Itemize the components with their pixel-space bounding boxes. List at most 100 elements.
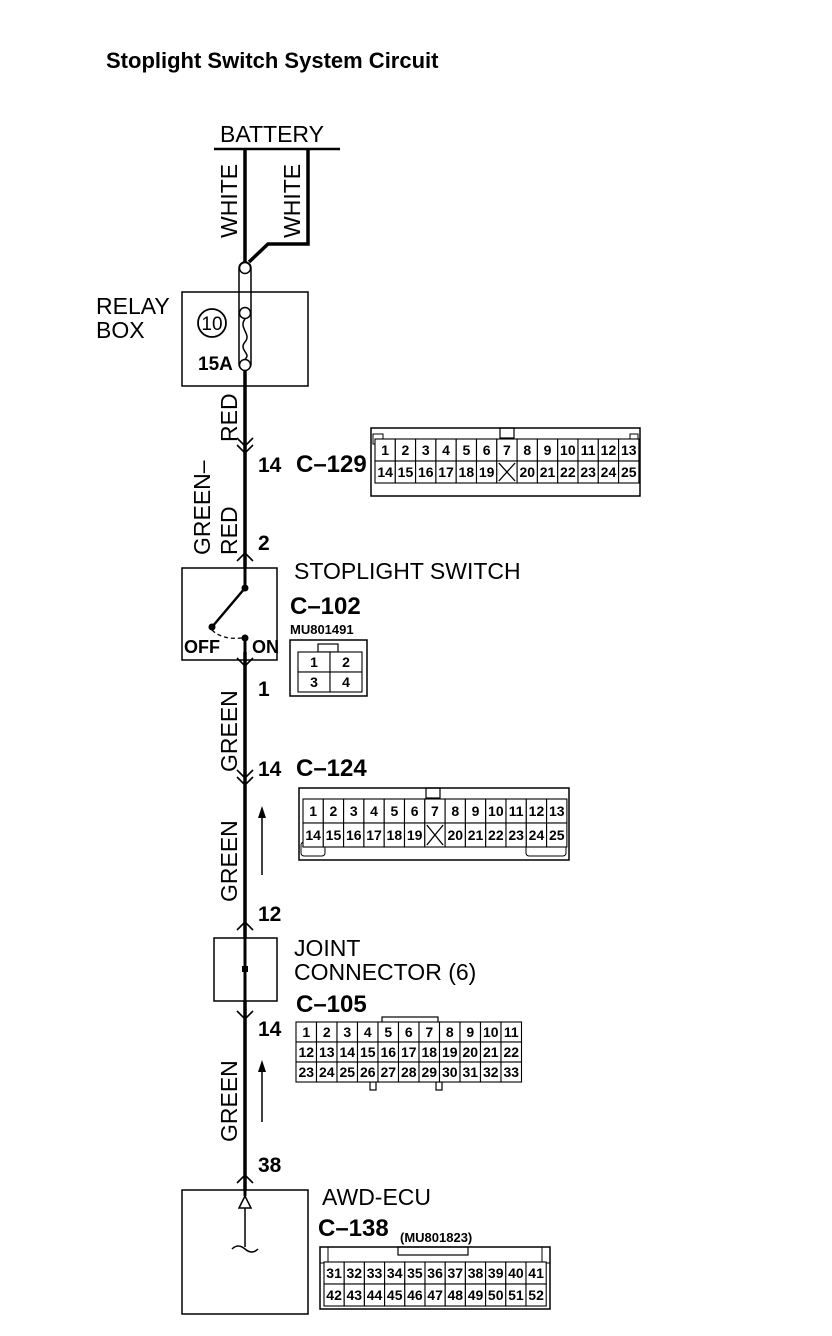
- stoplight-switch-box: [181, 567, 278, 661]
- connector-pin-label: 21: [468, 827, 484, 843]
- connector-id-c102: C–102: [290, 593, 361, 620]
- connector-pin-label: 17: [366, 827, 382, 843]
- connector-pin-label: 41: [528, 1265, 544, 1281]
- pin-switch-out: 1: [258, 678, 270, 701]
- connector-cell: [500, 1061, 523, 1083]
- connector-cell: [546, 822, 568, 848]
- battery-wire-right: [247, 149, 310, 264]
- connector-pin-label: 40: [508, 1265, 524, 1281]
- pin-joint-out: 14: [258, 1018, 282, 1041]
- connector-pin-label: 12: [529, 803, 545, 819]
- connector-chevron-sw-in: [236, 551, 254, 562]
- connector-pin-label: 1: [309, 803, 317, 819]
- ecu-ground-symbol: [231, 1245, 259, 1253]
- connector-pin-label: 8: [523, 442, 531, 458]
- connector-pin-label: 43: [347, 1287, 363, 1303]
- connector-pin-label: 17: [438, 464, 454, 480]
- fuse-terminal-mid: [238, 306, 252, 320]
- connector-cell: [329, 671, 363, 693]
- connector-chevron-c129: [236, 437, 254, 455]
- connector-pin-label: 30: [442, 1064, 458, 1080]
- wire-color-red: RED: [216, 393, 242, 442]
- awd-ecu-label: AWD-ECU: [322, 1184, 431, 1210]
- connector-pin-label: 3: [350, 803, 358, 819]
- relay-box-label-2: BOX: [96, 317, 145, 343]
- switch-travel-arc: [211, 629, 243, 639]
- connector-pin-label: 16: [380, 1044, 396, 1060]
- switch-on-label: ON: [252, 637, 279, 657]
- connector-pin-label: 14: [305, 827, 321, 843]
- connector-pin-label: 35: [407, 1265, 423, 1281]
- connector-pin-label: 47: [427, 1287, 443, 1303]
- pin-switch-in: 2: [258, 532, 270, 555]
- connector-pin-label: 4: [442, 442, 450, 458]
- joint-connector-label-2: CONNECTOR (6): [294, 959, 476, 985]
- connector-pin-label: 45: [387, 1287, 403, 1303]
- connector-pin-label: 11: [504, 1024, 519, 1040]
- wire-color-green-2: GREEN: [216, 820, 242, 902]
- blank-pin-mark: [498, 462, 516, 482]
- connector-pin-label: 18: [459, 464, 475, 480]
- connector-id-c105: C–105: [296, 991, 367, 1018]
- connector-pin-label: 16: [346, 827, 362, 843]
- connector-pin-label: 2: [402, 442, 410, 458]
- connector-pin-label: 8: [451, 803, 459, 819]
- connector-pin-label: 32: [483, 1064, 499, 1080]
- connector-pin-label: 32: [347, 1265, 363, 1281]
- connector-pin-label: 18: [387, 827, 403, 843]
- connector-pin-label: 26: [360, 1064, 376, 1080]
- connector-pin-label: 1: [381, 442, 389, 458]
- connector-pin-label: 20: [519, 464, 535, 480]
- switch-off-label: OFF: [184, 637, 220, 657]
- connector-pin-label: 25: [549, 827, 565, 843]
- connector-pin-label: 7: [425, 1024, 433, 1040]
- connector-pin-label: 5: [384, 1024, 392, 1040]
- connector-chevron-jc-out: [236, 1010, 254, 1021]
- connector-pin-label: 36: [427, 1265, 443, 1281]
- connector-part-c102: MU801491: [290, 622, 354, 637]
- connector-pin-label: 12: [298, 1044, 314, 1060]
- connector-pin-label: 37: [448, 1265, 464, 1281]
- connector-pin-label: 11: [581, 442, 596, 458]
- connector-pin-label: 20: [447, 827, 463, 843]
- connector-pin-label: 4: [342, 674, 350, 690]
- connector-chevron-jc-in: [236, 920, 254, 931]
- blank-pin-mark: [426, 824, 444, 846]
- connector-pin-label: 3: [310, 674, 318, 690]
- connector-pin-label: 33: [503, 1064, 519, 1080]
- fuse-number: 10: [201, 314, 222, 335]
- wire-color-green-red: GREEN–: [189, 460, 215, 555]
- connector-pin-label: 27: [380, 1064, 396, 1080]
- connector-pin-label: 46: [407, 1287, 423, 1303]
- connector-pin-label: 13: [621, 442, 637, 458]
- connector-pin-label: 31: [326, 1265, 342, 1281]
- switch-blade: [211, 587, 246, 628]
- wire-color-green-3: GREEN: [216, 1060, 242, 1142]
- joint-connector-label: JOINT: [294, 935, 360, 961]
- connector-pin-label: 12: [601, 442, 617, 458]
- wire-color-white-left: WHITE: [216, 164, 242, 238]
- connector-pin-label: 18: [421, 1044, 437, 1060]
- connector-pin-label: 25: [621, 464, 637, 480]
- wire-color-green-red-2: RED: [216, 506, 242, 555]
- fuse-terminal-bottom: [238, 358, 252, 372]
- connector-pin-label: 24: [319, 1064, 335, 1080]
- connector-pin-label: 9: [544, 442, 552, 458]
- connector-pin-label: 15: [360, 1044, 376, 1060]
- connector-pin-label: 9: [472, 803, 480, 819]
- connector-pin-label: 21: [483, 1044, 499, 1060]
- connector-pin-label: 51: [508, 1287, 524, 1303]
- connector-pin-label: 22: [503, 1044, 519, 1060]
- connector-pin-label: 14: [377, 464, 393, 480]
- connector-chevron-c124: [236, 769, 254, 787]
- connector-pin-label: 7: [503, 442, 511, 458]
- connector-pin-label: 6: [411, 803, 419, 819]
- connector-pin-label: 19: [479, 464, 495, 480]
- connector-pin-label: 48: [448, 1287, 464, 1303]
- connector-pin-label: 23: [508, 827, 524, 843]
